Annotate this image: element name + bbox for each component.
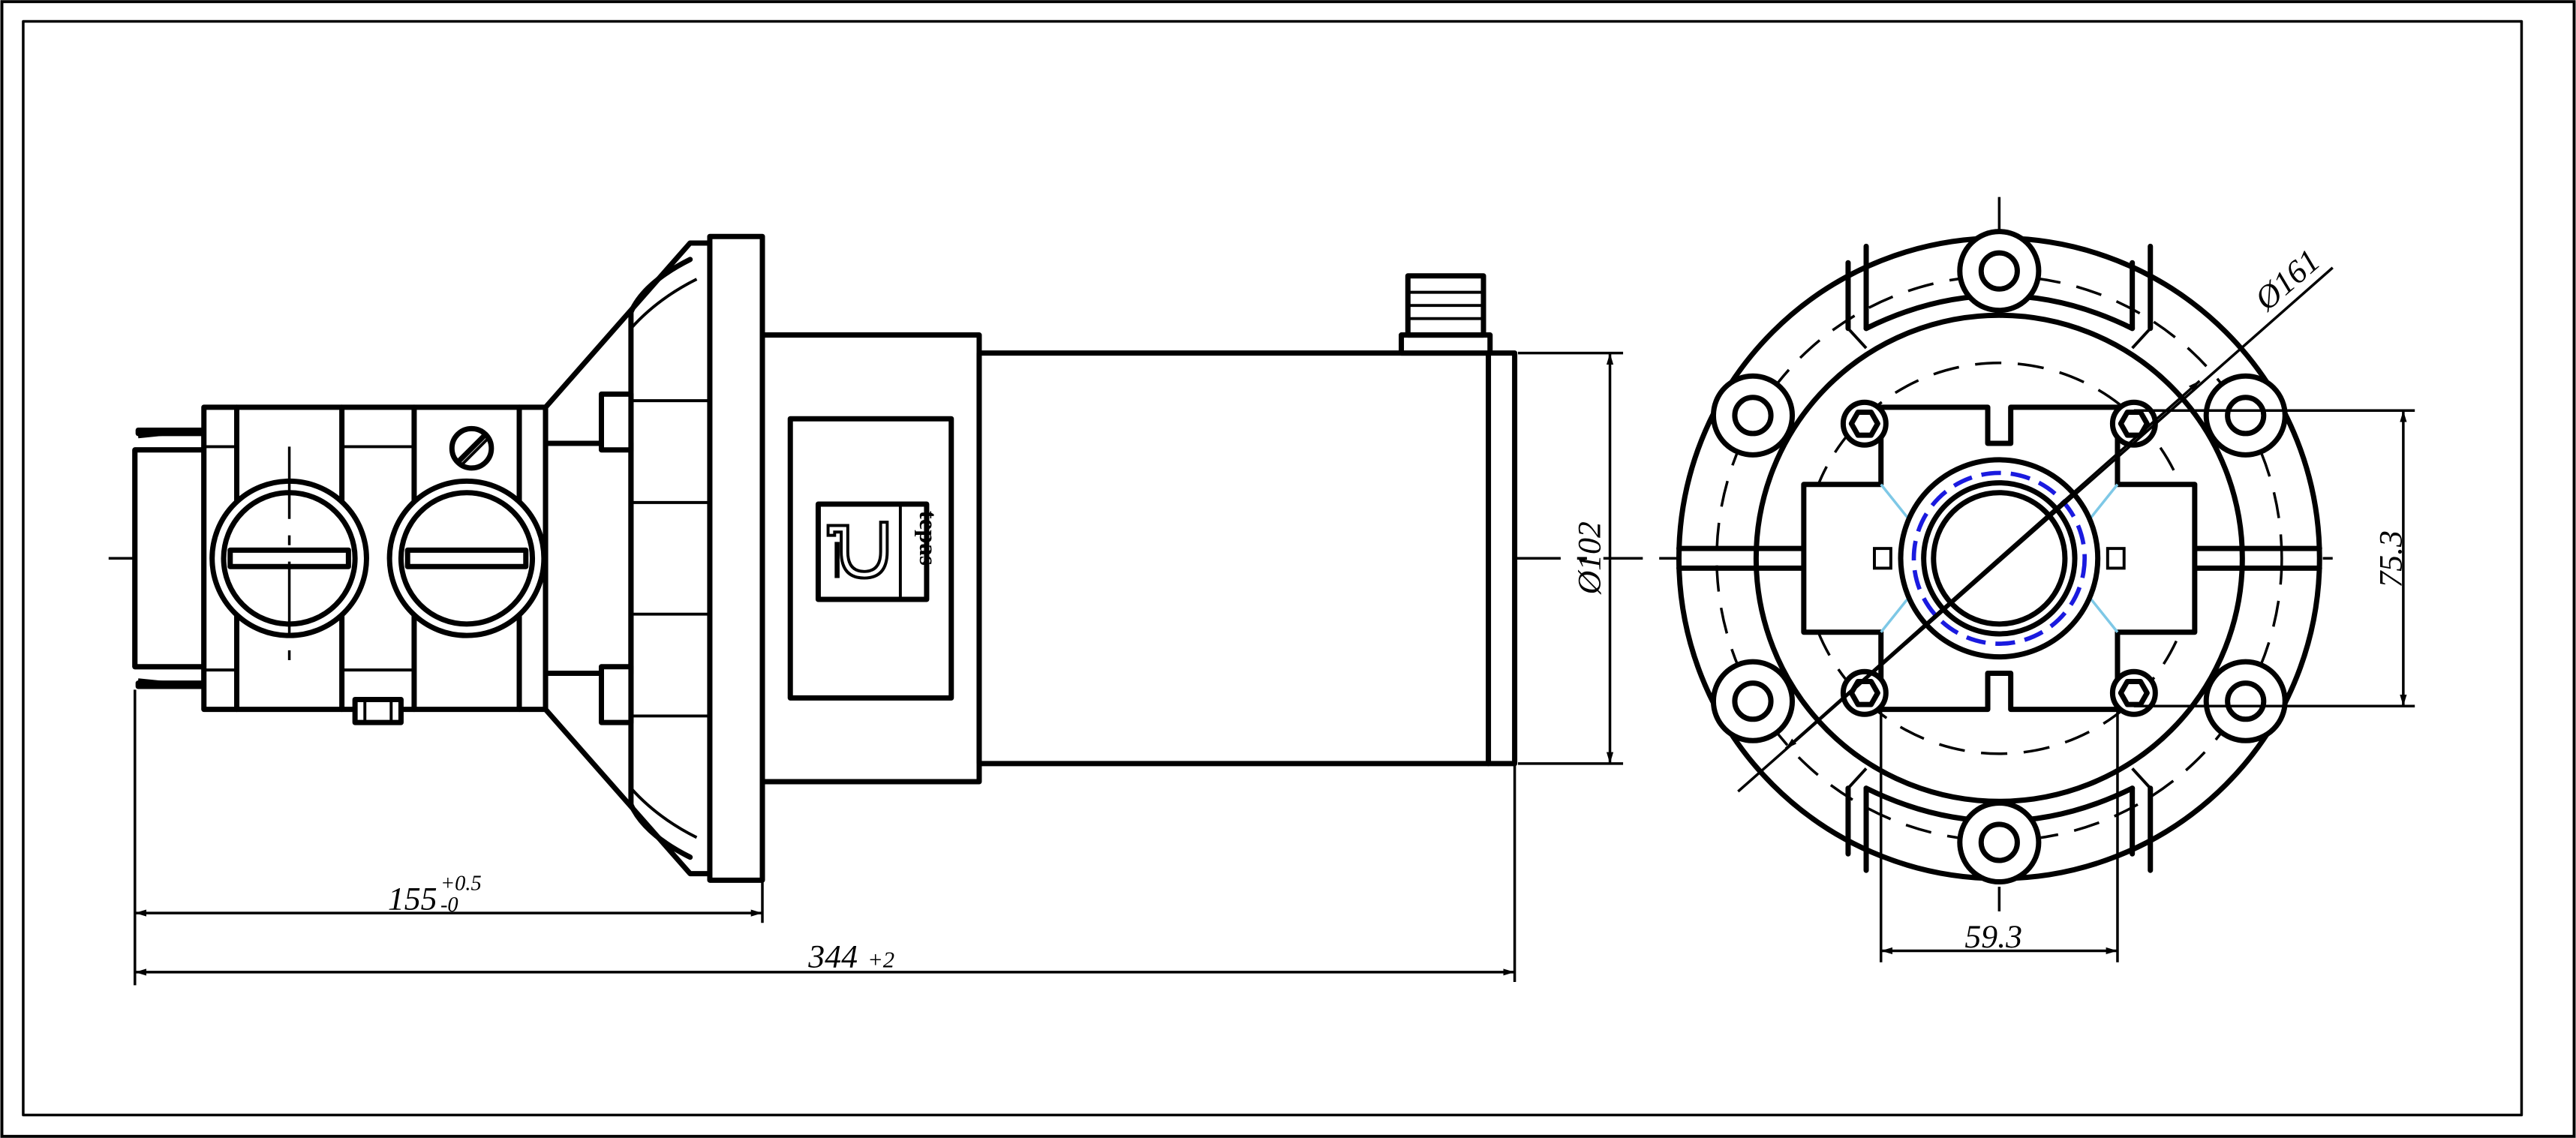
inner-bolts — [1840, 399, 2158, 717]
length-total-tol: +2 — [867, 947, 894, 972]
flange-hole-bottom — [1957, 800, 2042, 885]
dim-length-partial: 155 +0.5 -0 — [134, 689, 764, 986]
length-partial-tol-upper: +0.5 — [440, 872, 482, 895]
flange-hole-bottom-right — [2203, 659, 2288, 743]
motor-housing — [976, 350, 1492, 767]
motor-diameter-label: Ø102 — [1571, 521, 1607, 595]
cable-gland — [1399, 273, 1493, 356]
bolt-hex-icon — [2109, 668, 2158, 717]
dim-length-total: 344 +2 — [134, 763, 1516, 983]
flange-hole-top-right — [2203, 373, 2288, 458]
bolt-hex-icon — [1840, 668, 1889, 717]
bolt-hex-icon — [1840, 399, 1889, 448]
adapter-bracket — [543, 240, 713, 877]
dim-hole-spacing-vertical: 75.3 — [2133, 409, 2415, 708]
length-partial-tol-lower: -0 — [440, 893, 458, 917]
flange — [707, 233, 765, 883]
dim-motor-diameter: Ø102 — [1517, 351, 1624, 765]
flange-hole-top — [1957, 229, 2042, 314]
flange-holes — [1710, 229, 2288, 885]
pump-front-view: Ø161 75.3 59.3 — [1659, 197, 2415, 962]
port-right — [386, 478, 547, 638]
motor-endcap — [1486, 350, 1518, 767]
hole-spacing-vertical-label: 75.3 — [2373, 530, 2409, 588]
tepas-logo-icon: tepas — [815, 501, 941, 602]
flange-hole-top-left — [1710, 373, 1796, 458]
hole-spacing-horizontal-label: 59.3 — [1964, 919, 2022, 955]
length-partial-value: 155 — [388, 881, 437, 917]
drain-nut — [352, 697, 404, 725]
flange-hole-bottom-left — [1710, 659, 1796, 743]
pump-side-view: tepas Ø102 155 +0.5 -0 — [108, 233, 1643, 986]
dim-hole-spacing-horizontal: 59.3 — [1879, 709, 2119, 962]
logo-text: tepas — [914, 511, 941, 566]
length-total-value: 344 — [807, 938, 858, 974]
port-left — [209, 446, 369, 671]
